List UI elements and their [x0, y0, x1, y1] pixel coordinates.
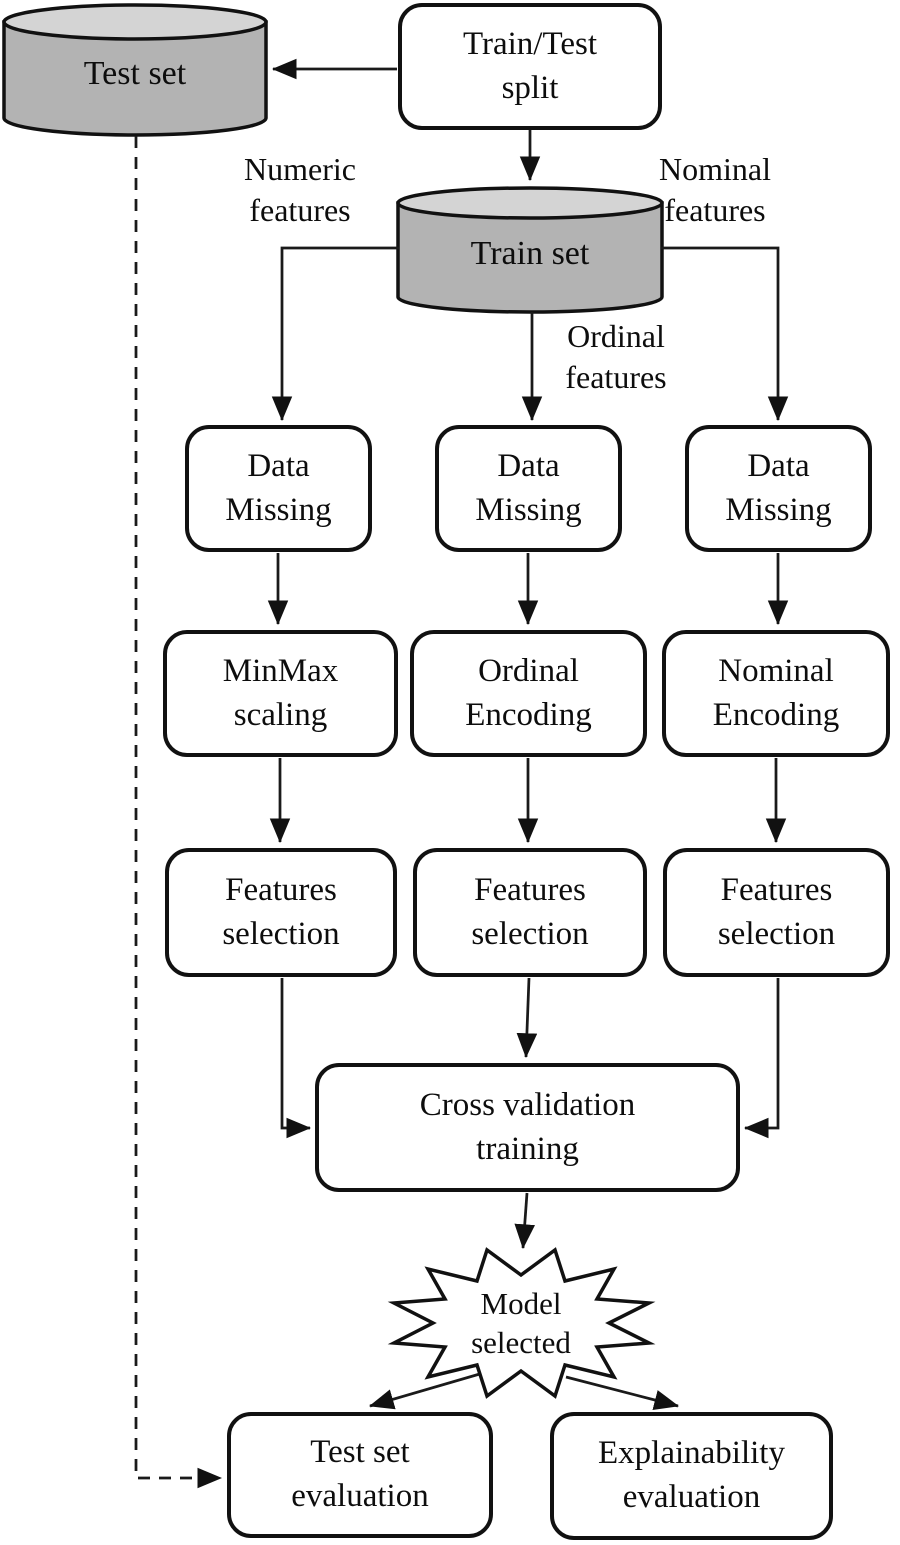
train-set-label: Train set	[470, 235, 590, 272]
test-set-cylinder-icon	[2, 3, 268, 137]
node-test-set-evaluation: Test set evaluation	[227, 1412, 493, 1538]
node-explainability-evaluation: Explainability evaluation	[550, 1412, 833, 1540]
edge-featsel-left-to-crossval	[280, 978, 312, 1139]
ordinal-features-label: Ordinal features	[565, 318, 667, 395]
test-set-label: Test set	[83, 55, 187, 92]
model-selected-starburst-icon	[387, 1247, 656, 1399]
node-nominal-encoding: Nominal Encoding	[662, 630, 890, 757]
model-selected-label: Model selected	[471, 1286, 571, 1360]
node-data-missing-nominal: Data Missing	[685, 425, 872, 552]
edge-trainset-to-datamissing-nominal	[661, 246, 789, 422]
edge-testset-to-testeval-dashed	[134, 136, 223, 1489]
edge-featsel-mid-to-crossval	[516, 977, 538, 1059]
node-data-missing-ordinal: Data Missing	[435, 425, 622, 552]
train-set-cylinder-icon	[396, 186, 664, 314]
edge-featsel-right-to-crossval	[743, 978, 780, 1139]
node-features-selection-right: Features selection	[663, 848, 890, 977]
node-ordinal-encoding: Ordinal Encoding	[410, 630, 647, 757]
node-train-test-split: Train/Test split	[398, 3, 662, 130]
edge-trainset-to-datamissing-numeric	[271, 246, 399, 422]
node-minmax-scaling: MinMax scaling	[163, 630, 398, 757]
nominal-features-label: Nominal features	[659, 151, 771, 228]
node-features-selection-mid: Features selection	[413, 848, 647, 977]
node-cross-validation-training: Cross validation training	[315, 1063, 740, 1192]
edge-model-to-explaineval	[565, 1375, 679, 1411]
node-features-selection-left: Features selection	[165, 848, 397, 977]
edge-model-to-testeval	[369, 1369, 491, 1410]
edge-crossval-to-model	[514, 1192, 536, 1250]
numeric-features-label: Numeric features	[244, 151, 356, 228]
node-data-missing-numeric: Data Missing	[185, 425, 372, 552]
